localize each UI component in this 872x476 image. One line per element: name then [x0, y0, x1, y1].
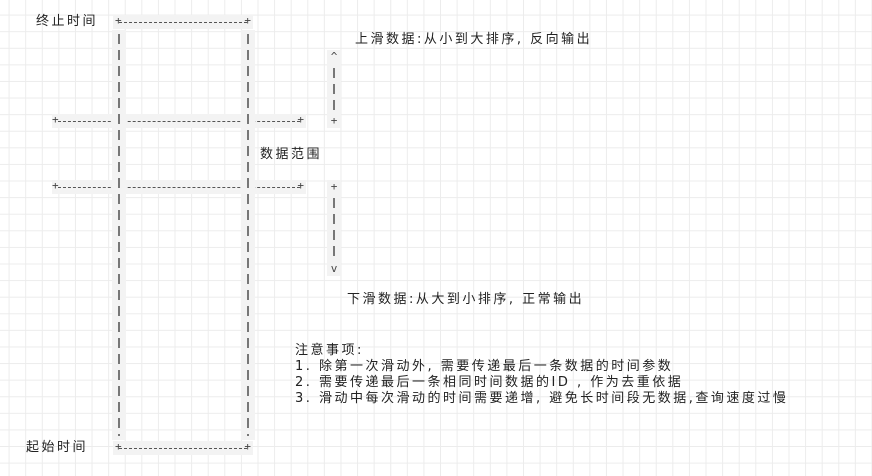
- down-arrow-shaft: [327, 194, 341, 262]
- range-bottom-line: ++: [52, 179, 306, 194]
- range-top-line: ++: [52, 113, 306, 128]
- note-item: 2. 需要传递最后一条相同时间数据的ID , 作为去重依据: [295, 375, 684, 390]
- end-time-line: ++: [113, 14, 253, 29]
- end-time-label: 终止时间: [36, 14, 99, 29]
- scroll-up-label: 上滑数据:从小到大排序, 反向输出: [355, 32, 593, 47]
- left-vertical-line: [112, 30, 126, 440]
- data-range-label: 数据范围: [260, 147, 323, 162]
- notes-title: 注意事项:: [295, 343, 364, 358]
- down-arrow-icon: v: [327, 262, 341, 276]
- note-item: 3. 滑动中每次滑动的时间需要递增, 避免长时间段无数据,查询速度过慢: [295, 391, 789, 406]
- start-time-label: 起始时间: [26, 440, 89, 455]
- down-arrow-plus: +: [327, 180, 341, 194]
- up-arrow-shaft: [327, 64, 341, 114]
- note-item: 1. 除第一次滑动外, 需要传递最后一条数据的时间参数: [295, 359, 674, 374]
- start-time-line: ++: [113, 440, 253, 455]
- up-arrow-plus: +: [327, 114, 341, 128]
- up-arrow-icon: ^: [327, 50, 341, 64]
- right-vertical-line: [241, 30, 255, 440]
- scroll-down-label: 下滑数据:从大到小排序, 正常输出: [347, 292, 585, 307]
